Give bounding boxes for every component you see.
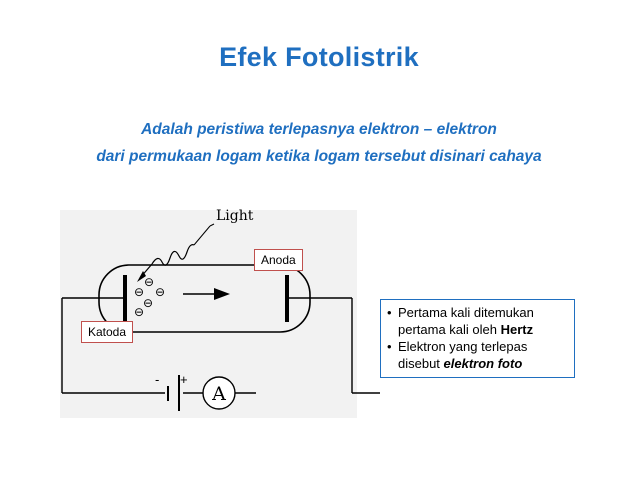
electron: ⊖: [144, 275, 154, 289]
info-bullet-2-bold: elektron foto: [443, 356, 523, 371]
ammeter-icon: [202, 376, 236, 410]
electron-flow-arrow: [183, 288, 230, 300]
info-bullet-1-text: Pertama kali ditemukan pertama kali oleh: [398, 305, 534, 337]
electron: ⊖: [134, 285, 144, 299]
electron: ⊖: [155, 285, 165, 299]
electron: ⊖: [143, 296, 153, 310]
battery-icon: [167, 375, 180, 411]
electron: ⊖: [134, 305, 144, 319]
info-bullet-2-text: Elektron yang terlepas disebut: [398, 339, 528, 371]
info-box: Pertama kali ditemukan pertama kali oleh…: [380, 299, 575, 378]
slide-title: Efek Fotolistrik: [219, 42, 419, 72]
info-bullet-1: Pertama kali ditemukan pertama kali oleh…: [387, 304, 568, 338]
light-label: Light: [216, 208, 254, 224]
electron-cluster: ⊖ ⊖ ⊖ ⊖ ⊖: [134, 275, 165, 319]
light-wave-icon: [137, 223, 215, 282]
cathode-label: Katoda: [81, 321, 134, 343]
ammeter-symbol: A: [211, 383, 226, 405]
definition-line-2: dari permukaan logam ketika logam terseb…: [96, 148, 542, 165]
circuit-wires: [61, 297, 380, 394]
info-bullet-2: Elektron yang terlepas disebut elektron …: [387, 338, 568, 372]
battery-plus-sign: +: [180, 372, 188, 387]
battery-minus-sign: -: [155, 372, 159, 387]
anode-label: Anoda: [254, 249, 303, 271]
definition-line-1: Adalah peristiwa terlepasnya elektron – …: [141, 121, 497, 138]
info-bullet-1-bold: Hertz: [500, 322, 534, 337]
